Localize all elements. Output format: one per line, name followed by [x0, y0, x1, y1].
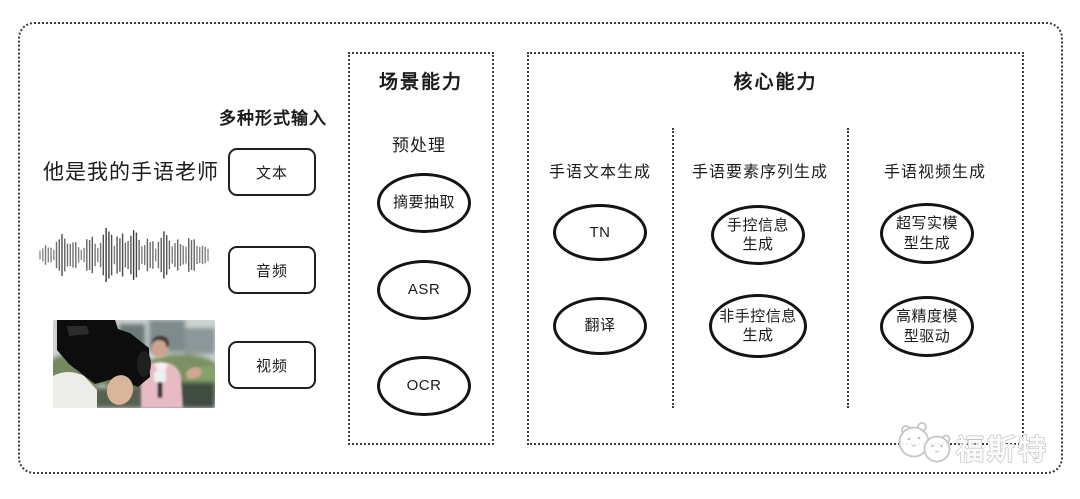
text-input-sample: 他是我的手语老师 — [43, 161, 219, 184]
node-ocr-label: OCR — [406, 377, 442, 395]
column-header-sign-text-generation: 手语文本生成 — [548, 164, 651, 181]
node-translation-label: 翻译 — [584, 317, 616, 335]
scene-capability-panel: 场景能力 — [348, 52, 494, 445]
node-hyperrealistic-model-generation: 超写实模型生成 — [880, 203, 974, 264]
node-translation: 翻译 — [553, 297, 647, 355]
audio-waveform-bars — [39, 228, 209, 282]
video-input-box: 视频 — [228, 341, 316, 389]
column-header-sign-video-generation: 手语视频生成 — [883, 164, 986, 181]
node-asr-label: ASR — [407, 281, 441, 299]
scene-panel-title: 场景能力 — [378, 72, 463, 93]
video-thumbnail — [53, 320, 215, 408]
node-asr: ASR — [377, 260, 471, 320]
watermark-mascot-icon — [898, 422, 951, 463]
node-hyperrealistic-model-generation-label: 超写实模型生成 — [895, 215, 958, 252]
watermark: 福斯特 — [894, 412, 1054, 474]
watermark-mascot-faces — [907, 436, 943, 453]
core-capability-panel: 核心能力 — [527, 52, 1024, 445]
audio-input-box: 音频 — [228, 246, 316, 294]
node-manual-info-generation: 手控信息生成 — [711, 205, 805, 265]
node-tn: TN — [553, 204, 647, 261]
column-divider-2 — [847, 128, 849, 408]
photo-camera — [53, 320, 151, 408]
preprocessing-label: 预处理 — [392, 136, 446, 155]
audio-input-box-label: 音频 — [255, 262, 288, 280]
diagram-outer-frame — [18, 22, 1063, 474]
node-summary-extraction: 摘要抽取 — [377, 173, 471, 233]
node-tn-label: TN — [589, 223, 611, 241]
node-nonmanual-info-generation: 非手控信息生成 — [709, 294, 807, 358]
node-nonmanual-info-generation-label: 非手控信息生成 — [719, 307, 797, 345]
input-section-title: 多种形式输入 — [219, 109, 327, 128]
node-ocr: OCR — [377, 356, 471, 416]
node-manual-info-generation-label: 手控信息生成 — [726, 216, 789, 254]
column-divider-1 — [672, 128, 674, 408]
text-input-box-label: 文本 — [255, 164, 288, 182]
audio-waveform — [38, 224, 210, 286]
video-input-box-label: 视频 — [255, 357, 288, 375]
text-input-box: 文本 — [228, 148, 316, 196]
core-panel-title: 核心能力 — [733, 72, 818, 93]
column-header-sign-element-sequence-generation: 手语要素序列生成 — [691, 164, 828, 181]
node-summary-extraction-label: 摘要抽取 — [392, 194, 455, 212]
node-high-precision-model-driving-label: 高精度模型驱动 — [895, 308, 958, 345]
watermark-text: 福斯特 — [955, 434, 1049, 465]
node-high-precision-model-driving: 高精度模型驱动 — [880, 296, 974, 357]
photo-reporter — [141, 336, 202, 408]
